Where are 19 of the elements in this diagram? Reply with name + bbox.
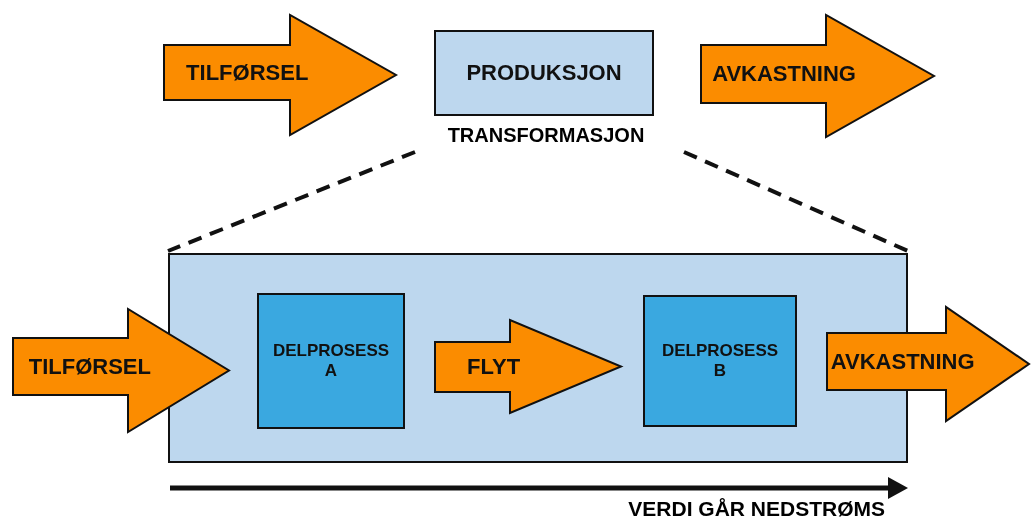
- arrow-shape: [826, 306, 1030, 422]
- process-box: [257, 293, 405, 429]
- dashed-line: [167, 150, 416, 253]
- process-box: [643, 295, 797, 427]
- arrow-shape: [434, 319, 622, 414]
- arrow-shape: [12, 308, 230, 433]
- arrow-shape: [700, 14, 935, 138]
- node-label: TILFØRSEL: [27, 352, 152, 381]
- node-label: AVKASTNING: [829, 347, 976, 376]
- node-label: FLYT: [466, 353, 522, 382]
- node-label: PRODUKSJON: [465, 59, 623, 88]
- node-label: AVKASTNING: [711, 60, 857, 89]
- node-label: TILFØRSEL: [185, 58, 310, 87]
- node-label: DELPROSESS B: [660, 340, 780, 382]
- node-label: DELPROSESS A: [271, 340, 391, 382]
- axis-label: VERDI GÅR NEDSTRØMS: [628, 497, 885, 521]
- arrow-shape: [163, 14, 397, 136]
- node-label: TRANSFORMASJON: [446, 124, 646, 147]
- dashed-line: [683, 150, 909, 253]
